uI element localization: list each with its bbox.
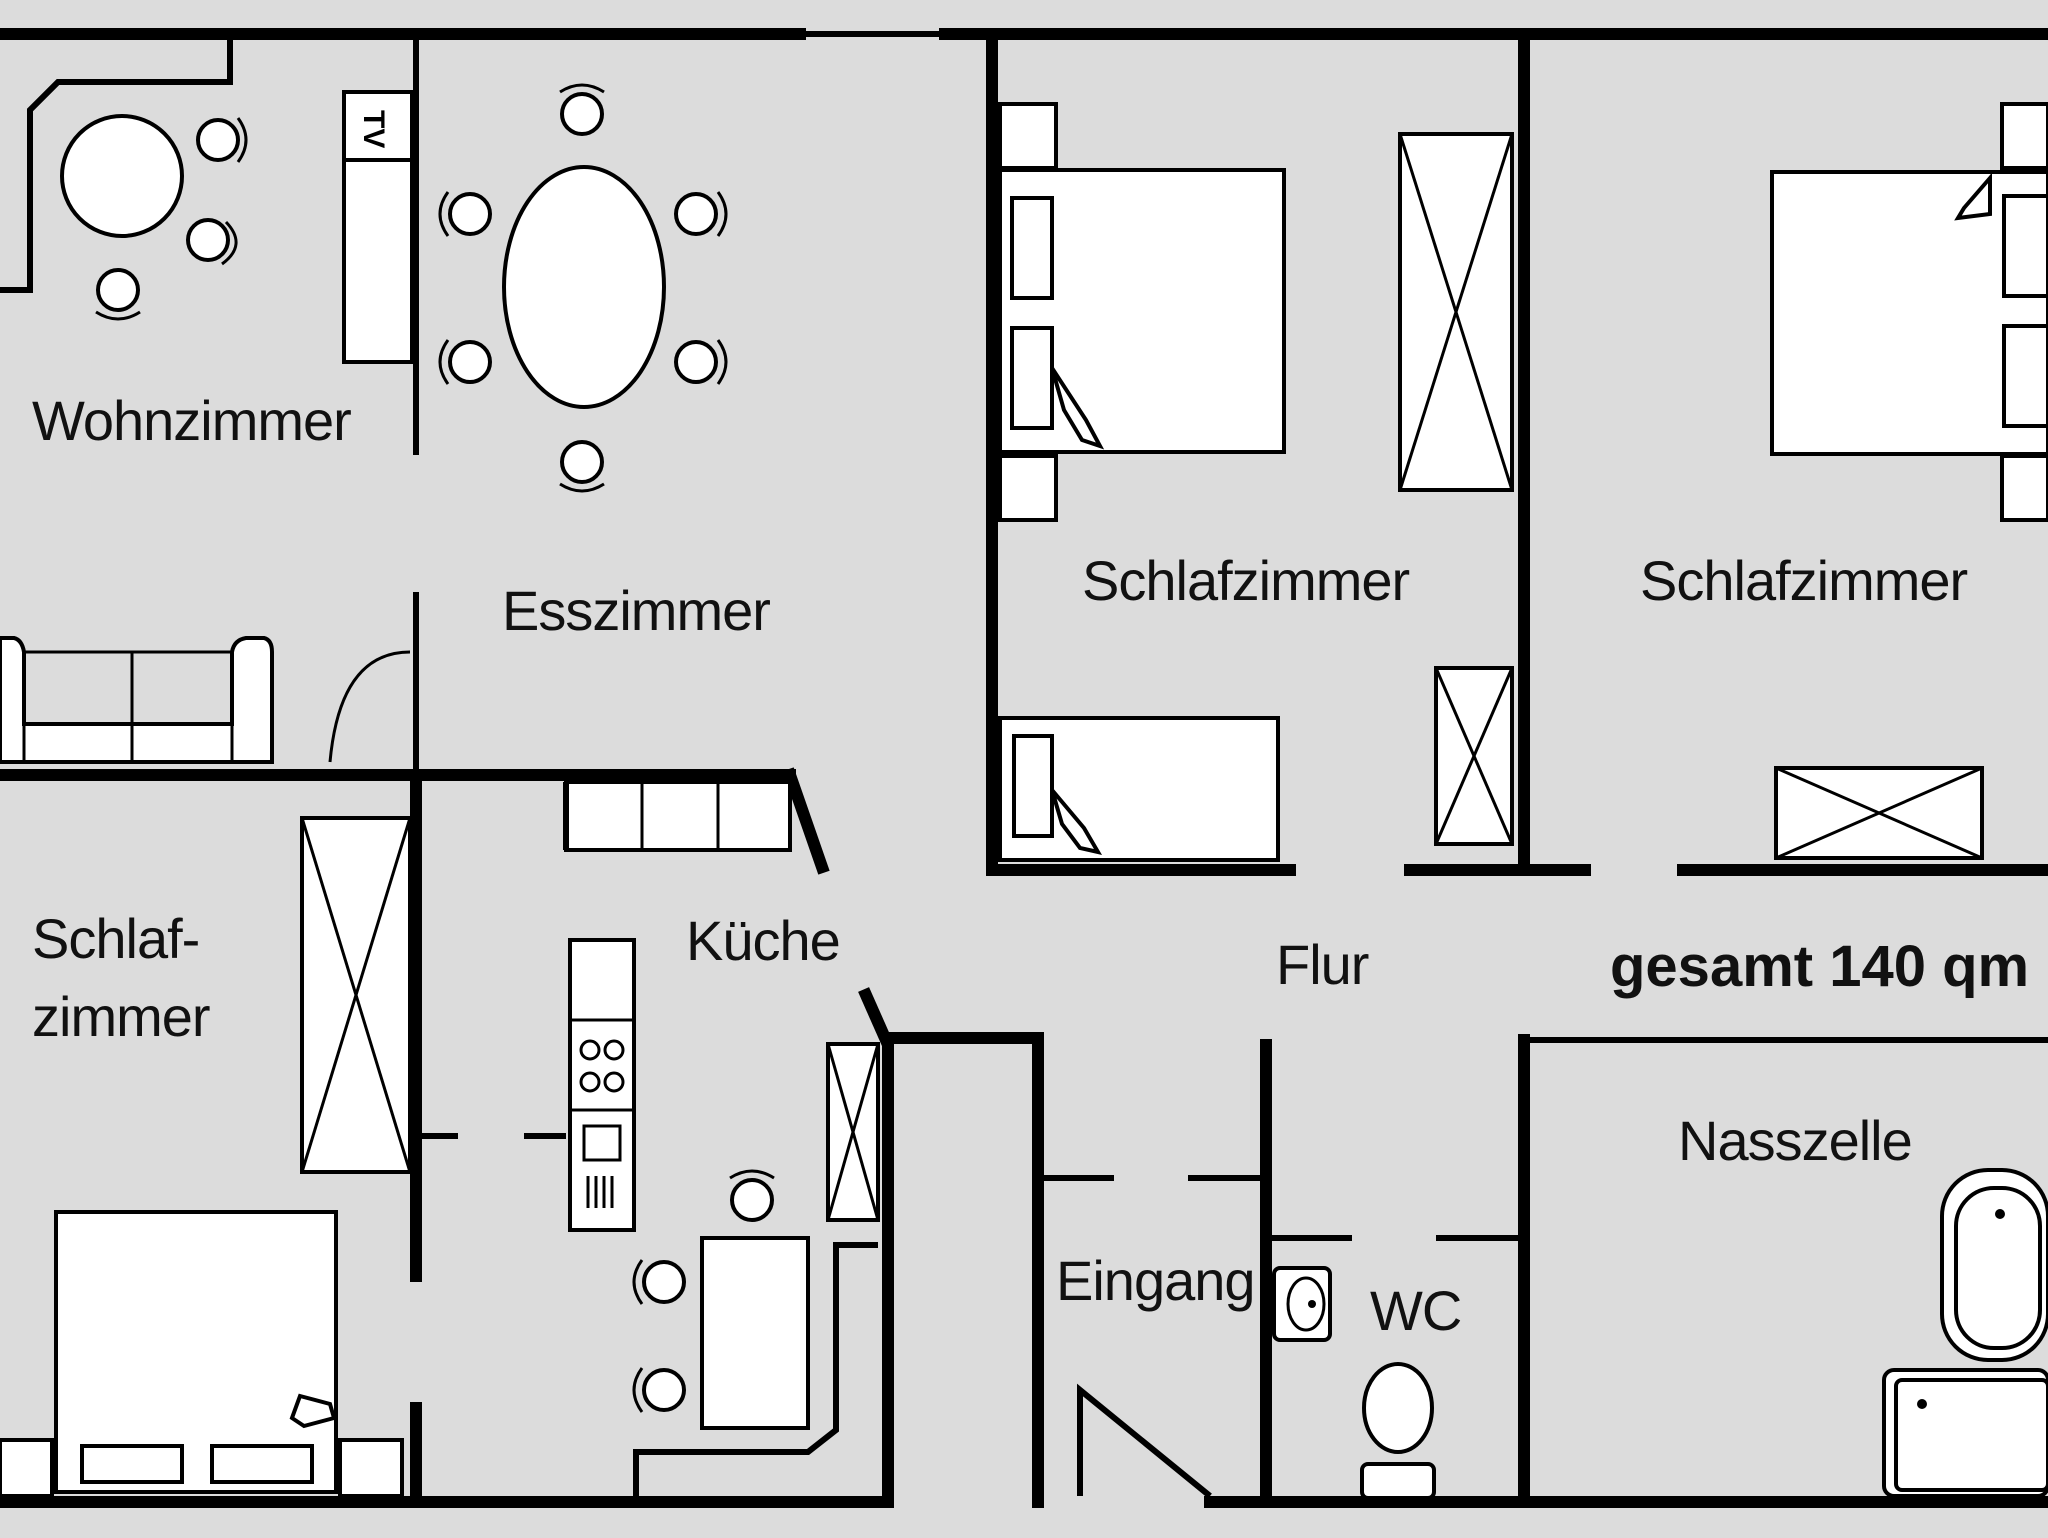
room-label-flur: Flur: [1276, 933, 1369, 996]
room-label-schlafzimmer-3-line2: zimmer: [32, 985, 210, 1048]
oval-table: [502, 165, 666, 409]
room-label-schlafzimmer-3-line1: Schlaf-: [32, 907, 199, 970]
tv-label: TV: [357, 110, 390, 148]
counter-top: [564, 780, 792, 852]
chair: [438, 339, 492, 385]
total-area-label: gesamt 140 qm: [1610, 934, 2029, 999]
room-label-wc: WC: [1370, 1279, 1461, 1342]
chair: [438, 191, 492, 237]
kitchen-furniture: [563, 780, 880, 1430]
dining-room-furniture: [438, 83, 728, 493]
room-labels: Wohnzimmer Esszimmer Schlafzimmer Schlaf…: [32, 389, 2029, 1342]
chair: [632, 1259, 686, 1305]
round-table: [60, 114, 184, 238]
room-label-wohnzimmer: Wohnzimmer: [32, 389, 351, 452]
wash-basin: [1272, 1266, 1332, 1342]
nightstand: [338, 1438, 404, 1498]
nightstand: [998, 454, 1058, 522]
bedroom-3-furniture: [0, 816, 412, 1498]
bathroom-fixtures: [1882, 1168, 2048, 1498]
bedroom-2-furniture: [1770, 102, 2048, 860]
nightstand: [2000, 102, 2048, 170]
chair: [729, 1169, 775, 1222]
sofa: [0, 636, 274, 764]
chair: [95, 268, 141, 321]
room-label-nasszelle: Nasszelle: [1678, 1109, 1912, 1172]
nightstand: [998, 102, 1058, 170]
room-label-kueche: Küche: [686, 909, 840, 972]
chair: [186, 218, 238, 266]
walls: [0, 28, 2048, 1508]
shower-tray-icon: [1882, 1368, 2048, 1498]
chair: [196, 117, 248, 163]
stove-icon: [579, 1039, 625, 1093]
kitchen-unit: [568, 938, 636, 1232]
nightstand: [2000, 454, 2048, 522]
room-label-esszimmer: Esszimmer: [502, 579, 770, 642]
living-room-furniture: TV: [0, 90, 414, 764]
room-label-schlafzimmer-1: Schlafzimmer: [1082, 549, 1410, 612]
chair: [674, 191, 728, 237]
toilet-icon: [1360, 1362, 1436, 1500]
bedroom-1-furniture: [998, 102, 1514, 862]
door-swing: [328, 650, 411, 763]
chair: [632, 1367, 686, 1413]
wc-fixtures: [1272, 1266, 1436, 1500]
chair: [559, 440, 605, 493]
room-label-schlafzimmer-2: Schlafzimmer: [1640, 549, 1968, 612]
kitchen-table: [700, 1236, 810, 1430]
chair: [674, 339, 728, 385]
sink-icon: [586, 1176, 614, 1208]
chair: [559, 83, 605, 136]
nightstand: [0, 1438, 54, 1498]
room-label-eingang: Eingang: [1056, 1249, 1255, 1312]
bathtub-icon: [1940, 1168, 2048, 1362]
